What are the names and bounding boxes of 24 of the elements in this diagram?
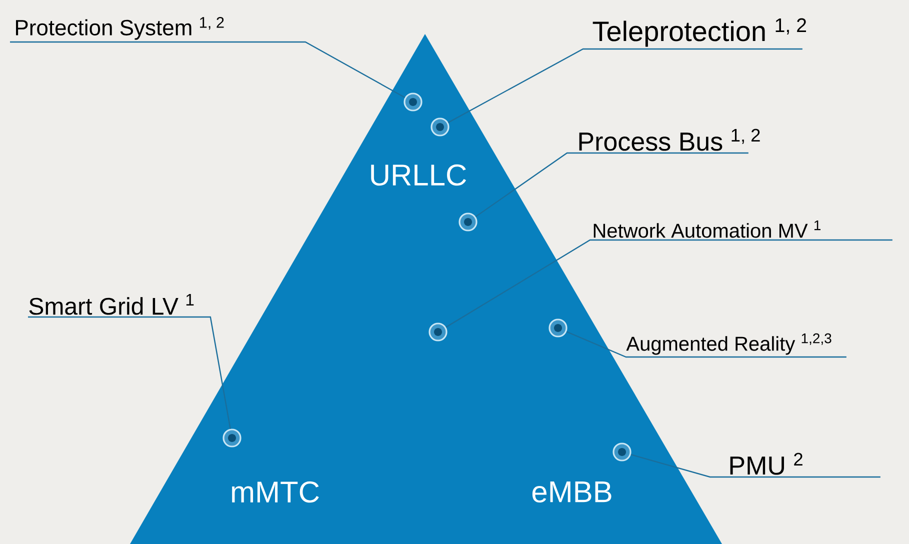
point-marker — [430, 118, 450, 136]
point-marker — [458, 212, 478, 232]
label-text: Network Automation MV $^{1}$ — [594, 220, 820, 238]
label-text: PMU $^{2}$ — [730, 452, 802, 475]
tier-label: mMTC — [232, 481, 319, 503]
point-marker — [404, 92, 422, 112]
label-text: Process Bus $^{1, 2}$ — [579, 128, 760, 151]
leader-line — [446, 239, 892, 328]
point-marker — [612, 442, 632, 462]
leader-line — [448, 48, 802, 124]
leader-line — [10, 41, 406, 98]
label-text: Smart Grid LV $^{1}$ — [29, 294, 194, 315]
label-text: Augmented Reality $^{1,2,3}$ — [626, 333, 832, 355]
point-marker — [548, 318, 568, 338]
label-text: Teleprotection $^{1, 2}$ — [592, 18, 806, 47]
leader-line — [566, 331, 846, 358]
leader-line — [475, 152, 748, 218]
tier-label: URLLC — [371, 164, 466, 186]
tier-label: eMBB — [532, 482, 612, 502]
leader-line — [630, 454, 880, 478]
label-text: Protection System $^{1, 2}$ — [16, 16, 224, 40]
leader-line — [28, 316, 231, 429]
point-marker — [428, 322, 448, 342]
point-marker — [222, 428, 242, 448]
